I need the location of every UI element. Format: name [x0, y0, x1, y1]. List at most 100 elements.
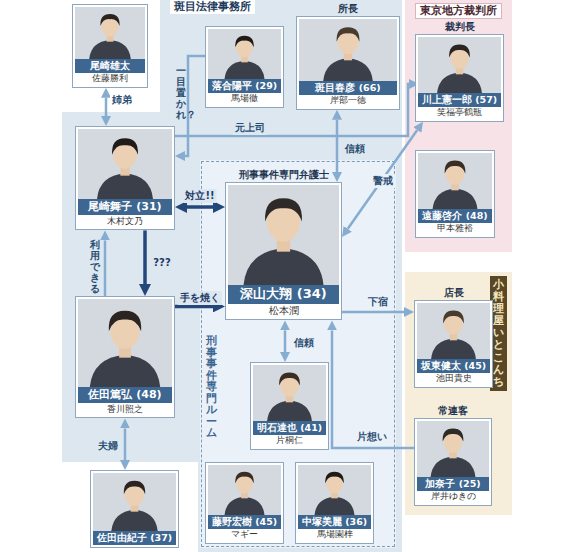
card-frame: 斑目春彦 (66)岸部一徳: [296, 16, 400, 110]
figure-shoulders: [225, 497, 265, 515]
label-holder: 信頼: [292, 336, 316, 350]
role-heading: 店長: [414, 286, 493, 300]
group-region: 東京地方裁判所裁判長川上憲一郎 (57)笑福亭鶴瓶遠藤啓介 (48)甲本雅裕: [405, 0, 512, 252]
card-frame: 中塚美麗 (36)馬場園梓: [295, 462, 374, 544]
person-name: 遠藤啓介 (48): [418, 209, 492, 223]
portrait-figure: [417, 303, 490, 359]
edge-label: 対立!!: [183, 189, 216, 203]
person-card: 刑事事件専門弁護士深山大翔 (34)松本潤: [225, 168, 342, 320]
actor-name: 香川照之: [78, 403, 172, 415]
figure-hair: [109, 311, 141, 332]
relation-arrow: [336, 120, 339, 172]
card-frame: 坂東健太 (45)池田貴史: [414, 300, 493, 388]
person-name: 斑目春彦 (66): [299, 81, 397, 95]
label-holder: 対立!!: [183, 189, 216, 203]
actor-name: 馬場徹: [208, 93, 281, 104]
role-heading: 所長: [296, 2, 400, 16]
edge-label: 元上司: [233, 121, 267, 135]
figure-hair: [112, 138, 138, 154]
figure-hair: [449, 44, 470, 57]
photo-ground: [298, 465, 371, 515]
figure-hair: [235, 472, 253, 484]
figure-shoulders: [437, 72, 482, 93]
label-holder: 一目置かれ？: [176, 64, 186, 121]
portrait-photo: [253, 365, 326, 421]
relation-arrow: [175, 84, 409, 136]
region-fill: [62, 0, 402, 552]
person-card: 落合陽平 (29)馬場徹: [205, 26, 284, 108]
person-name: 尾崎舞子 (31): [78, 199, 172, 215]
actor-name: 松本潤: [228, 304, 339, 318]
actor-name: 池田貴史: [417, 373, 490, 384]
person-card: 遠藤啓介 (48)甲本雅裕: [415, 150, 495, 238]
portrait-photo: [417, 303, 490, 359]
actor-name: マギー: [208, 529, 281, 540]
role-heading: 常連客: [414, 404, 492, 418]
person-name: 坂東健太 (45): [417, 359, 490, 373]
portrait-figure: [208, 465, 281, 515]
actor-name: 岸井ゆきの: [417, 491, 489, 502]
photo-ground: [228, 185, 339, 285]
figure-hair: [235, 36, 253, 48]
label-holder: 利用できる: [90, 238, 100, 295]
relation-arrow: [105, 98, 108, 116]
edge-label: 警戒: [371, 174, 395, 188]
photo-ground: [93, 473, 176, 531]
portrait-figure: [253, 365, 326, 421]
portrait-photo: [78, 299, 172, 387]
person-name: 尾崎雄太: [75, 59, 145, 73]
person-name: 中塚美麗 (36): [298, 515, 371, 529]
portrait-photo: [299, 19, 397, 81]
portrait-figure: [417, 421, 489, 477]
photo-ground: [299, 19, 397, 81]
figure-hair: [325, 472, 343, 484]
person-card: 店長坂東健太 (45)池田貴史: [414, 286, 493, 388]
person-name: 佐田篤弘 (48): [78, 387, 172, 403]
figure-shoulders: [323, 58, 373, 81]
relation-arrow: [143, 230, 147, 284]
portrait-figure: [93, 473, 176, 531]
person-card: 裁判長川上憲一郎 (57)笑福亭鶴瓶: [415, 20, 504, 122]
group-region: 刑事事件専門ルーム刑事事件専門弁護士深山大翔 (34)松本潤明石達也 (41)片…: [200, 160, 396, 548]
person-card: 中塚美麗 (36)馬場園梓: [295, 462, 374, 544]
portrait-figure: [299, 19, 397, 81]
photo-ground: [78, 129, 172, 199]
card-frame: 遠藤啓介 (48)甲本雅裕: [415, 150, 495, 238]
role-heading: 裁判長: [415, 20, 504, 34]
card-frame: 尾崎雄太佐藤勝利: [72, 4, 148, 88]
portrait-photo: [75, 7, 145, 59]
card-frame: 藤野宏樹 (45)マギー: [205, 462, 284, 544]
person-card: 藤野宏樹 (45)マギー: [205, 462, 284, 544]
label-holder: 手を焼く: [178, 291, 222, 305]
portrait-photo: [298, 465, 371, 515]
photo-ground: [417, 421, 489, 477]
figure-hair: [100, 14, 119, 26]
figure-shoulders: [431, 338, 476, 359]
card-frame: 尾崎舞子 (31)木村文乃: [75, 126, 175, 230]
relation-arrow: [124, 428, 127, 460]
person-name: 深山大翔 (34): [228, 285, 339, 304]
figure-hair: [124, 481, 145, 495]
photo-ground: [418, 153, 492, 209]
photo-ground: [418, 37, 501, 93]
label-holder: 姉弟: [110, 93, 134, 107]
person-name: 川上憲一郎 (57): [418, 93, 501, 107]
photo-ground: [75, 7, 145, 59]
figure-hair: [337, 27, 360, 41]
label-holder: 元上司: [233, 121, 267, 135]
card-frame: 佐田篤弘 (48)香川照之: [75, 296, 175, 418]
edge-label: 下宿: [366, 295, 390, 309]
label-holder: ???: [151, 257, 172, 268]
figure-shoulders: [267, 400, 312, 421]
portrait-figure: [298, 465, 371, 515]
relation-arrow: [332, 330, 414, 448]
photo-ground: [208, 465, 281, 515]
edge-label: 一目置かれ？: [176, 64, 186, 121]
relation-arrow: [342, 311, 404, 314]
relation-arrow: [104, 240, 107, 296]
edge-label: 手を焼く: [178, 291, 222, 305]
relation-arrow: [175, 305, 213, 309]
actor-name: 片桐仁: [253, 435, 326, 446]
edge-label: 夫婦: [96, 439, 120, 453]
figure-shoulders: [315, 497, 355, 515]
